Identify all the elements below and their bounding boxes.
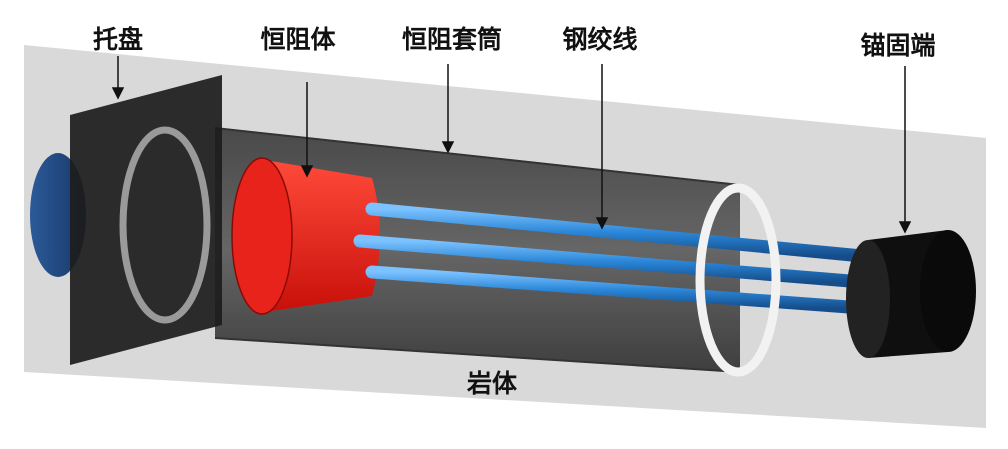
- label-steel-strand: 钢绞线: [562, 25, 638, 54]
- label-constant-resistance-body: 恒阻体: [260, 25, 336, 54]
- plate-ring: [119, 126, 211, 324]
- label-tray: 托盘: [92, 25, 144, 54]
- sleeve-end-ring: [695, 183, 781, 377]
- label-anchorage-end: 锚固端: [860, 31, 936, 60]
- constant-resistance-body: [231, 157, 380, 315]
- strand: [365, 202, 869, 263]
- label-rock-mass: 岩体: [466, 369, 518, 398]
- label-constant-resistance-sleeve: 恒阻套筒: [401, 25, 503, 54]
- strand: [365, 265, 869, 315]
- anchorage-end: [846, 230, 976, 358]
- plate: [70, 75, 222, 365]
- arrows: [111, 56, 912, 234]
